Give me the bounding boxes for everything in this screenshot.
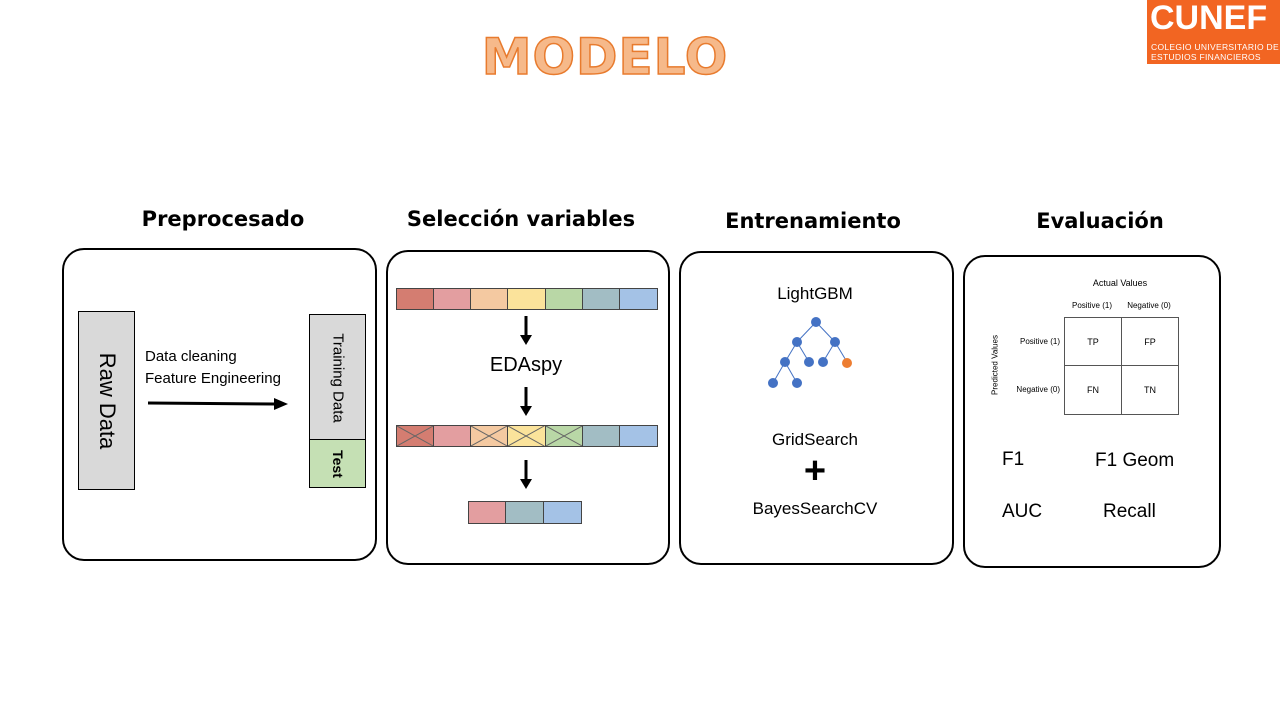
heading-preprocesado: Preprocesado <box>141 207 305 231</box>
heading-evaluacion: Evaluación <box>1036 209 1164 233</box>
plus-icon: + <box>803 450 827 492</box>
feature-cell <box>508 289 546 309</box>
step-feature-engineering: Feature Engineering <box>145 370 281 387</box>
cell-fn: FN <box>1087 385 1099 395</box>
feature-bar-filtered <box>396 425 658 447</box>
cross-out-icon <box>471 426 508 446</box>
feature-cell <box>508 426 546 446</box>
cross-out-icon <box>508 426 545 446</box>
cell-fp: FP <box>1144 337 1156 347</box>
logo-line-2: ESTUDIOS FINANCIEROS <box>1151 52 1261 62</box>
actual-negative-label: Negative (0) <box>1127 301 1171 310</box>
feature-cell <box>397 426 435 446</box>
predicted-values-axis: Predicted Values <box>985 315 1005 415</box>
bayessearchcv-label: BayesSearchCV <box>752 499 878 518</box>
feature-cell <box>469 502 507 523</box>
arrow-down-icon <box>520 460 532 489</box>
feature-cell <box>434 289 472 309</box>
preprocessing-steps: Data cleaning Feature Engineering <box>145 346 281 390</box>
cross-out-icon <box>545 426 582 446</box>
feature-cell <box>619 426 657 446</box>
logo-line-1: COLEGIO UNIVERSITARIO DE <box>1151 42 1279 52</box>
raw-data-box: Raw Data <box>78 311 135 490</box>
cunef-logo: CUNEF COLEGIO UNIVERSITARIO DE ESTUDIOS … <box>1147 0 1280 64</box>
cross-out-icon <box>397 426 434 446</box>
raw-data-label: Raw Data <box>94 352 120 449</box>
lightgbm-label: LightGBM <box>777 284 853 303</box>
step-data-cleaning: Data cleaning <box>145 348 237 365</box>
feature-cell <box>619 289 657 309</box>
feature-bar-selected <box>468 501 582 524</box>
page-title: MODELO <box>481 27 729 87</box>
test-label: Test <box>329 449 346 478</box>
confusion-matrix: TP FP FN TN <box>1064 317 1179 415</box>
arrow-right-icon <box>147 398 288 410</box>
metric-recall: Recall <box>1103 501 1156 522</box>
heading-seleccion: Selección variables <box>406 207 636 231</box>
test-box: Test <box>309 439 366 488</box>
actual-positive-label: Positive (1) <box>1071 301 1112 310</box>
arrow-down-icon <box>520 387 532 416</box>
feature-cell <box>506 502 544 523</box>
heading-entrenamiento: Entrenamiento <box>725 209 901 233</box>
feature-cell <box>434 426 472 446</box>
predicted-positive-label: Positive (1) <box>1019 337 1060 346</box>
decision-tree-icon <box>768 317 852 388</box>
cell-tp: TP <box>1087 337 1099 347</box>
logo-name: CUNEF <box>1150 0 1268 37</box>
actual-values-label: Actual Values <box>1092 278 1148 288</box>
feature-cell <box>545 426 583 446</box>
metric-f1-geom: F1 Geom <box>1095 450 1175 471</box>
feature-cell <box>471 426 509 446</box>
feature-cell <box>545 289 583 309</box>
panel-entrenamiento <box>679 251 954 565</box>
predicted-negative-label: Negative (0) <box>1016 385 1060 394</box>
feature-bar-all <box>396 288 658 310</box>
feature-cell <box>582 289 620 309</box>
training-data-box: Training Data <box>309 314 366 441</box>
gridsearch-label: GridSearch <box>772 430 858 449</box>
arrow-down-icon <box>520 316 532 345</box>
cell-tn: TN <box>1144 385 1156 395</box>
training-data-label: Training Data <box>329 332 346 423</box>
feature-cell <box>471 289 509 309</box>
edaspy-label: EDAspy <box>489 354 563 376</box>
predicted-values-label: Predicted Values <box>990 335 1000 395</box>
feature-cell <box>582 426 620 446</box>
metric-f1: F1 <box>1002 449 1025 470</box>
feature-cell <box>543 502 581 523</box>
metric-auc: AUC <box>1002 501 1043 522</box>
feature-cell <box>397 289 435 309</box>
